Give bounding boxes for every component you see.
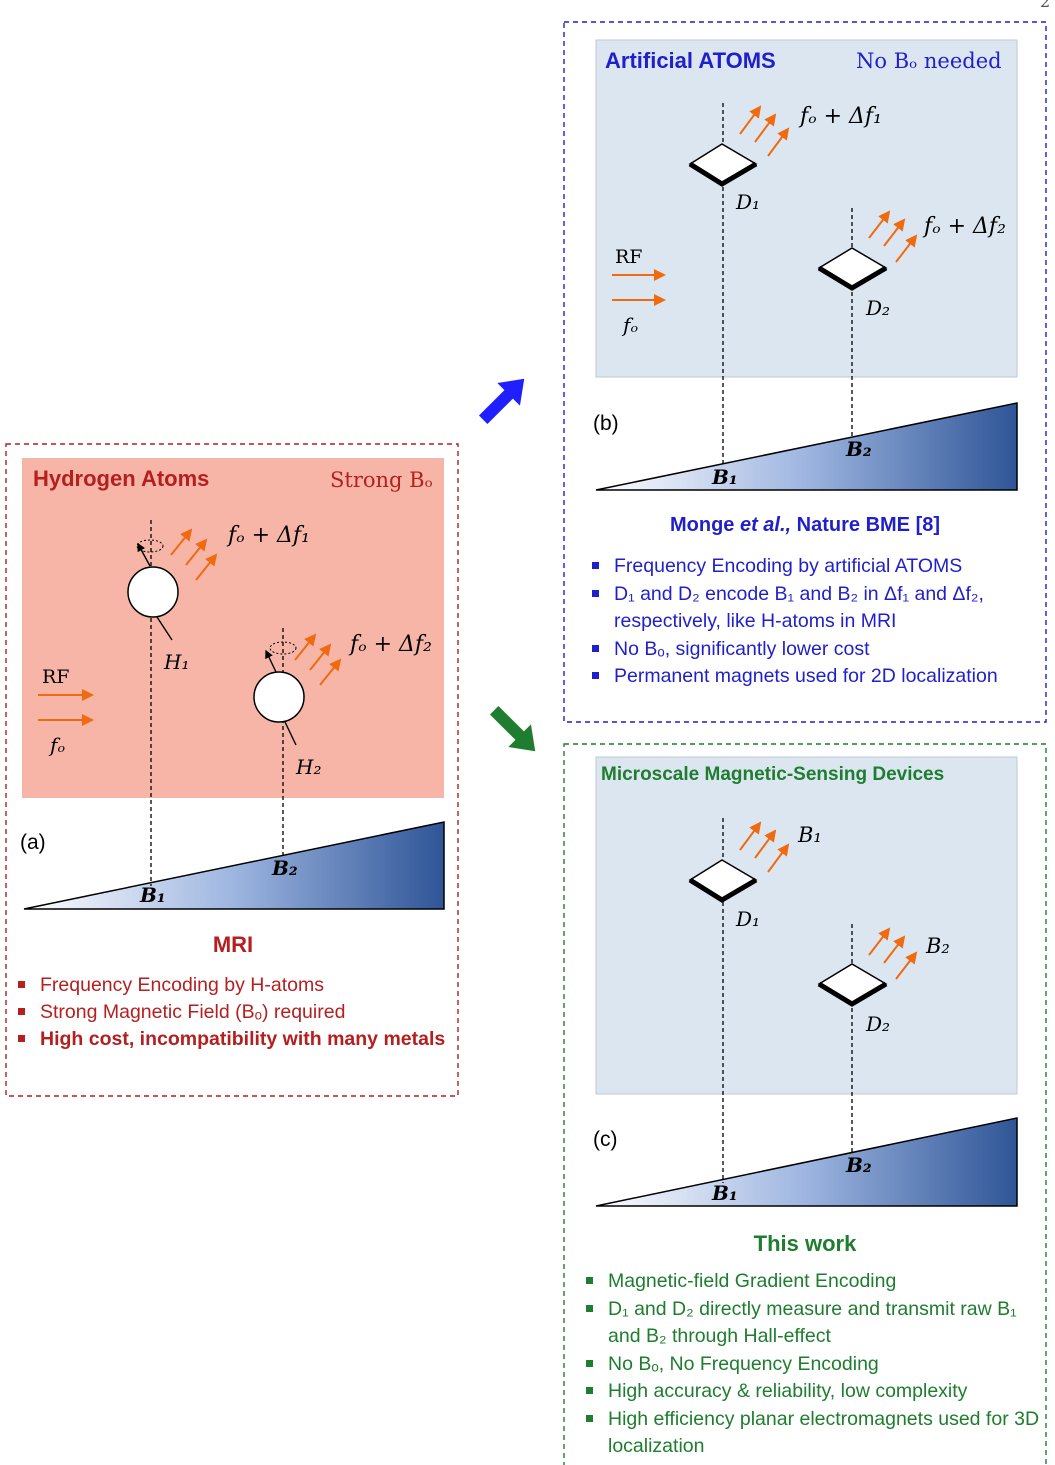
panel-b-freq1-label: fₒ + Δf₁ [800, 104, 882, 129]
panel-b-bullet: Permanent magnets used for 2D localizati… [588, 663, 1046, 691]
panel-a-bullets: Frequency Encoding by H-atoms Strong Mag… [14, 972, 454, 1053]
panel-c-d1-label: D₁ [736, 907, 761, 931]
panel-c-b1-label: B₁ [712, 1181, 738, 1205]
panel-a-h2-label: H₂ [296, 755, 322, 779]
emission-arrows-d2-c [868, 927, 918, 980]
page-number: 2 [1040, 0, 1051, 11]
panel-b-caption: Monge et al., Nature BME [8] [564, 514, 1046, 537]
panel-b-bullet: Frequency Encoding by artificial ATOMS [588, 553, 1046, 581]
emission-arrows-d2-b [868, 210, 918, 263]
panel-a-freq1-label: fₒ + Δf₁ [228, 523, 310, 548]
panel-b-b2-label: B₂ [846, 437, 872, 461]
panel-a-b1-label: B₁ [140, 883, 166, 907]
panel-b-caption-journal: Nature BME [8] [791, 514, 941, 536]
panel-a-gradient-ramp [23, 821, 445, 910]
panel-b-gradient-ramp [595, 402, 1018, 491]
panel-c-b2-label: B₂ [846, 1153, 872, 1177]
panel-c-background [595, 756, 1018, 1095]
panel-a-rf-label: RF [42, 666, 70, 688]
panel-c-bullet: High efficiency planar electromagnets us… [582, 1406, 1046, 1461]
hydrogen-atom-1 [127, 539, 179, 641]
blue-transition-arrow [478, 378, 525, 425]
emission-arrows-h1 [170, 528, 218, 581]
emission-arrows-d1-b [739, 105, 790, 157]
panel-b-f0-label: fₒ [623, 313, 639, 337]
panel-b-heading: Artificial ATOMS [605, 48, 776, 73]
panel-c-d2-label: D₂ [866, 1012, 891, 1036]
emission-arrows-h2 [294, 633, 342, 686]
hydrogen-atom-2 [253, 641, 305, 746]
panel-b-d1-label: D₁ [736, 190, 761, 214]
panel-a-caption: MRI [212, 932, 254, 957]
panel-c-label: (c) [593, 1128, 618, 1151]
panel-a-f0-label: fₒ [50, 733, 66, 757]
panel-a-h1-label: H₁ [164, 650, 190, 674]
panel-c-out1-label: B₁ [798, 823, 822, 847]
panel-c-out2-label: B₂ [926, 934, 950, 958]
green-transition-arrow [489, 705, 536, 752]
device-d1-c [688, 859, 758, 903]
panel-c-caption: This work [753, 1231, 857, 1256]
panel-c-gradient-ramp [595, 1117, 1018, 1207]
panel-b-field-note: No Bₒ needed [856, 49, 1002, 73]
panel-c-bullet: D₁ and D₂ directly measure and transmit … [582, 1296, 1046, 1351]
panel-c-bullet: No Bₒ, No Frequency Encoding [582, 1351, 1046, 1379]
panel-c-bullets: Magnetic-field Gradient Encoding D₁ and … [582, 1268, 1046, 1461]
emission-arrows-d1-c [739, 821, 790, 873]
panel-b-caption-author: Monge [669, 514, 740, 536]
panel-b-b1-label: B₁ [712, 465, 738, 489]
panel-a-frame [5, 443, 459, 1097]
panel-c-bullet: High accuracy & reliability, low complex… [582, 1378, 1046, 1406]
panel-b-label: (b) [593, 412, 619, 435]
rf-arrows-a [38, 689, 94, 726]
panel-a-field-note: Strong Bₒ [330, 468, 433, 492]
panel-a-b2-label: B₂ [272, 856, 298, 880]
panel-a-background [22, 458, 444, 798]
panel-c-frame [563, 743, 1047, 1465]
device-d2-c [817, 963, 888, 1007]
panel-a-bullet: Strong Magnetic Field (Bₒ) required [14, 999, 454, 1026]
panel-b-bullet: No Bₒ, significantly lower cost [588, 636, 1046, 664]
panel-b-caption-etal: et al., [739, 514, 792, 536]
panel-a-label: (a) [20, 831, 46, 854]
panel-b-rf-label: RF [615, 246, 643, 268]
panel-b-freq2-label: fₒ + Δf₂ [924, 214, 1006, 239]
rf-arrows-b [612, 269, 666, 306]
panel-a-bullet: Frequency Encoding by H-atoms [14, 972, 454, 999]
panel-b-bullets: Frequency Encoding by artificial ATOMS D… [588, 553, 1046, 691]
device-d1-b [688, 143, 758, 187]
panel-b-background [595, 39, 1018, 378]
panel-a-freq2-label: fₒ + Δf₂ [350, 632, 432, 657]
panel-a-heading: Hydrogen Atoms [33, 466, 210, 491]
panel-b-bullet: D₁ and D₂ encode B₁ and B₂ in Δf₁ and Δf… [588, 581, 1046, 636]
device-d2-b [817, 247, 888, 291]
panel-c-heading: Microscale Magnetic-Sensing Devices [601, 764, 945, 785]
panel-c-bullet: Magnetic-field Gradient Encoding [582, 1268, 1046, 1296]
panel-b-d2-label: D₂ [866, 296, 891, 320]
panel-b-frame [563, 21, 1047, 723]
panel-a-bullet: High cost, incompatibility with many met… [14, 1026, 454, 1053]
